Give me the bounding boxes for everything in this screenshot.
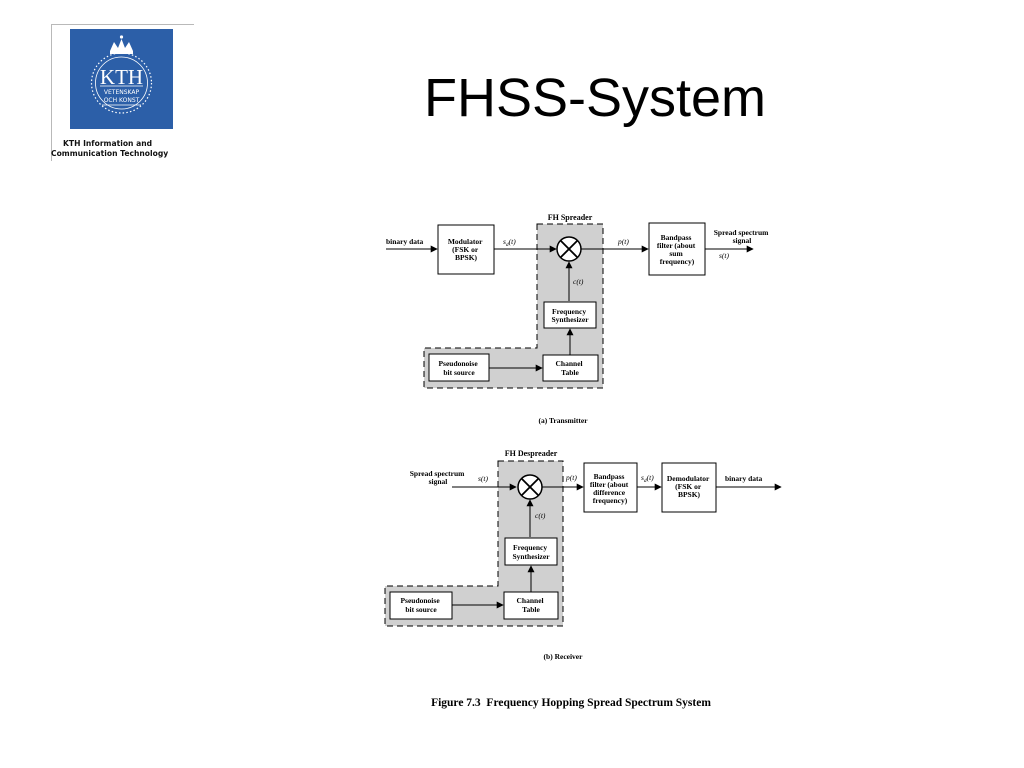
fh-despreader-region — [384, 460, 564, 627]
tx-bandpass-label: Bandpass filter (about sum frequency) — [657, 233, 697, 266]
tx-pn-box — [428, 353, 490, 382]
tx-sd-subscript: d — [506, 242, 509, 248]
rx-demodulator-label: Demodulator (FSK or BPSK) — [667, 474, 711, 499]
tx-bandpass-line: filter (about — [657, 241, 696, 250]
rx-sd-argument: (t) — [647, 473, 655, 482]
rx-c-label: c(t) — [535, 511, 546, 520]
rx-demodulator-box — [661, 462, 717, 513]
rx-caption: (b) Receiver — [544, 652, 584, 661]
transmitter-section: FH Spreader binary data Modulator (FSK o… — [386, 213, 771, 425]
rx-sd-subscript: d — [644, 478, 647, 484]
rx-synth-line: Synthesizer — [512, 552, 550, 561]
crown-icon: KTH VETENSKAP OCH KONST — [90, 35, 153, 114]
tx-sd-symbol: s — [503, 237, 506, 246]
figure-caption: Figure 7.3 Frequency Hopping Spread Spec… — [431, 697, 711, 709]
tx-modulator-label: Modulator (FSK or BPSK) — [448, 237, 484, 262]
tx-output-label: Spread spectrum signal — [714, 228, 771, 245]
rx-input-line: Spread spectrum — [410, 469, 465, 478]
fh-spreader-label: FH Spreader — [548, 213, 593, 222]
rx-channel-line: Table — [522, 605, 540, 614]
tx-channel-box — [542, 354, 599, 382]
fh-despreader-label: FH Despreader — [505, 449, 558, 458]
tx-bandpass-line: frequency) — [660, 257, 695, 266]
rx-bandpass-box — [583, 462, 638, 513]
rx-bandpass-label: Bandpass filter (about difference freque… — [590, 472, 630, 505]
rx-channel-box — [503, 591, 559, 620]
rx-input-line: signal — [429, 477, 448, 486]
tx-p-label: p(t) — [617, 237, 629, 246]
rx-demodulator-line: BPSK) — [678, 490, 701, 499]
tx-pn-label: Pseudonoise bit source — [438, 359, 479, 377]
fh-spreader-region — [423, 223, 604, 389]
tx-modulator-line: (FSK or — [452, 245, 479, 254]
rx-synth-box — [504, 537, 558, 566]
rx-synth-line: Frequency — [513, 543, 547, 552]
rx-synth-label: Frequency Synthesizer — [512, 543, 550, 561]
logo-caption-line2: Communication Technology — [51, 149, 169, 158]
tx-caption: (a) Transmitter — [538, 416, 588, 425]
tx-channel-line: Table — [561, 368, 579, 377]
rx-bandpass-line: difference — [593, 488, 626, 497]
logo-kth-text: KTH — [100, 65, 143, 89]
tx-modulator-box — [437, 224, 495, 275]
tx-input-label: binary data — [386, 237, 424, 246]
rx-input-label: Spread spectrum signal — [410, 469, 467, 486]
kth-logo: KTH VETENSKAP OCH KONST KTH Information … — [51, 24, 194, 161]
rx-demodulator-line: (FSK or — [675, 482, 702, 491]
tx-bandpass-box — [648, 222, 706, 276]
tx-output-line: Spread spectrum — [714, 228, 769, 237]
logo-caption-line1: KTH Information and — [63, 139, 153, 148]
tx-synth-line: Frequency — [552, 307, 586, 316]
rx-channel-label: Channel Table — [517, 596, 546, 614]
tx-s-label: s(t) — [719, 251, 730, 260]
rx-channel-line: Channel — [517, 596, 544, 605]
logo-caption: KTH Information and Communication Techno… — [51, 139, 201, 159]
slide-title: FHSS-System — [423, 68, 767, 128]
rx-output-label: binary data — [725, 474, 763, 483]
rx-pn-line: bit source — [405, 605, 437, 614]
rx-pn-label: Pseudonoise bit source — [400, 596, 441, 614]
kth-logo-mark: KTH VETENSKAP OCH KONST — [70, 29, 173, 129]
rx-pn-line: Pseudonoise — [400, 596, 440, 605]
rx-bandpass-line: frequency) — [593, 496, 628, 505]
rx-bandpass-line: filter (about — [590, 480, 629, 489]
tx-pn-line: bit source — [443, 368, 475, 377]
tx-bandpass-line: sum — [669, 249, 683, 258]
rx-s-label: s(t) — [478, 474, 489, 483]
tx-channel-label: Channel Table — [556, 359, 585, 377]
rx-sd-symbol: s — [641, 473, 644, 482]
tx-sd-label: sd(t) — [503, 237, 516, 248]
tx-synth-line: Synthesizer — [551, 315, 589, 324]
tx-modulator-line: Modulator — [448, 237, 483, 246]
tx-output-line: signal — [733, 236, 752, 245]
rx-p-label: p(t) — [565, 473, 577, 482]
receiver-section: FH Despreader Spread spectrum signal s(t… — [384, 449, 782, 661]
logo-ring-line2: OCH KONST — [104, 97, 140, 104]
tx-pn-line: Pseudonoise — [438, 359, 478, 368]
logo-ring-line1: VETENSKAP — [104, 89, 140, 96]
tx-modulator-line: BPSK) — [455, 253, 478, 262]
tx-synth-label: Frequency Synthesizer — [551, 307, 589, 324]
tx-mixer-icon — [556, 236, 582, 262]
rx-sd-label: sd(t) — [641, 473, 654, 484]
rx-bandpass-line: Bandpass — [594, 472, 625, 481]
tx-c-label: c(t) — [573, 277, 584, 286]
tx-bandpass-line: Bandpass — [661, 233, 692, 242]
rx-mixer-icon — [517, 474, 543, 500]
tx-synth-box — [543, 301, 597, 329]
tx-sd-argument: (t) — [509, 237, 517, 246]
tx-channel-line: Channel — [556, 359, 583, 368]
rx-demodulator-line: Demodulator — [667, 474, 710, 483]
